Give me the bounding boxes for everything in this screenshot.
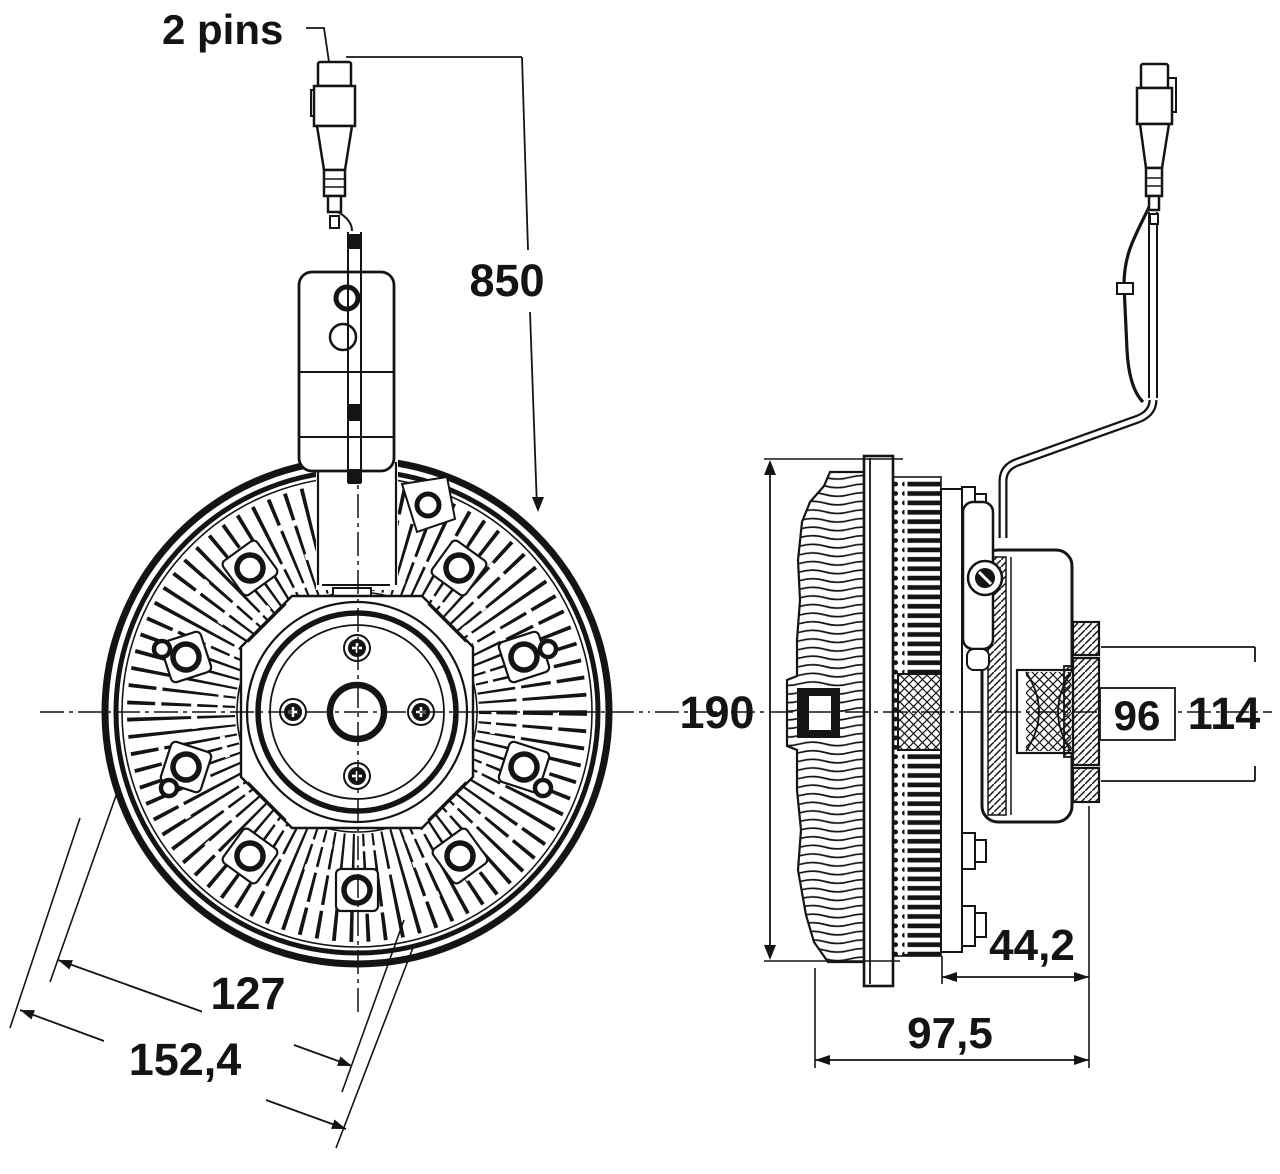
dimension-152-4: 152,4 [9, 817, 415, 1149]
dim-152-4-label: 152,4 [129, 1034, 242, 1085]
dim-850-label: 850 [469, 255, 544, 306]
sensor-wire-front [347, 232, 362, 484]
dimension-190: 190 [679, 458, 903, 962]
dimension-96: 96 [1099, 687, 1176, 741]
dim-96-label: 96 [1114, 692, 1161, 739]
harness-mount [961, 500, 1004, 671]
sensor-bracket-front [297, 60, 396, 484]
front-centerlines [40, 418, 650, 1014]
front-view: 850 2 pins 127 152,4 [9, 6, 650, 1149]
side-fin-stack [785, 470, 866, 964]
rim-rivets [151, 638, 559, 799]
dim-127-label: 127 [210, 968, 285, 1019]
connector-front [310, 60, 357, 232]
side-view: 190 96 114 44,2 [655, 62, 1272, 1068]
wire-harness [998, 62, 1177, 538]
dim-190-label: 190 [679, 687, 754, 738]
dimension-44-2: 44,2 [941, 921, 1089, 984]
dim-114-label: 114 [1188, 688, 1261, 739]
connector-side [1135, 62, 1177, 225]
bracket-hole-lower [328, 322, 358, 352]
fan-plate [862, 454, 895, 988]
dimension-850: 850 [346, 56, 554, 512]
pins-label: 2 pins [162, 6, 283, 53]
clutch-body-fins [892, 476, 945, 957]
pins-callout: 2 pins [162, 6, 330, 63]
sensor-wire-side [1122, 204, 1152, 404]
dim-44-2-label: 44,2 [989, 921, 1075, 970]
dimension-114: 114 [1101, 646, 1261, 782]
hub-bolt-holes [279, 634, 435, 790]
dimension-127: 127 [49, 789, 405, 1093]
dimension-97-5: 97,5 [814, 806, 1090, 1068]
wire-clip [1116, 282, 1134, 295]
rear-plate [940, 486, 987, 953]
dim-97-5-label: 97,5 [907, 1009, 993, 1058]
